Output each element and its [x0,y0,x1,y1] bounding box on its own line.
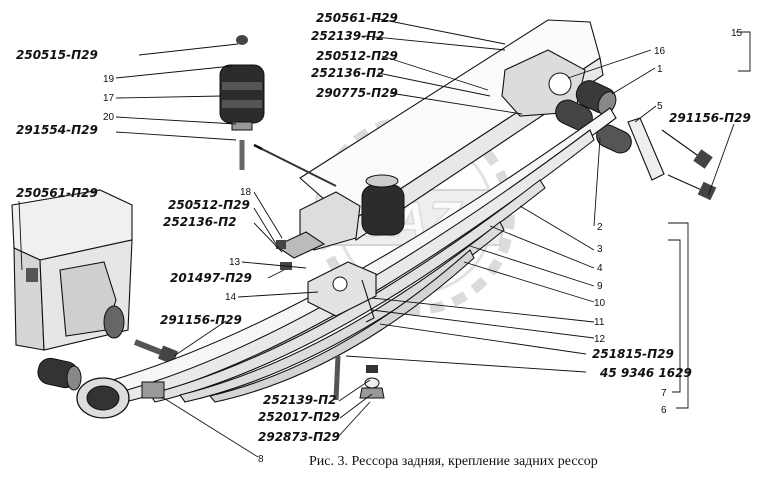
callout-number: 8 [258,454,264,465]
callout-number: 14 [225,292,237,303]
shackle-bolts [661,129,717,201]
callout-number: 16 [654,46,666,57]
callout-number: 20 [103,112,115,123]
code-label: 252136-П2 [311,66,384,80]
callout-number: 12 [594,334,606,345]
code-label: 252136-П2 [163,215,236,229]
code-label: 201497-П29 [170,271,252,285]
code-label: 291156-П29 [160,313,242,327]
callout-number: 13 [229,257,241,268]
code-label: 250561-П29 [16,186,98,200]
code-label: 292873-П29 [258,430,340,444]
rear-bushing [37,357,82,391]
callout-number: 17 [103,93,115,104]
code-label: 252139-П2 [263,393,336,407]
callout-number: 7 [661,388,667,399]
part-code-labels: 250561-П29 252139-П2 250512-П29 252136-П… [16,11,751,444]
code-label: 291554-П29 [16,123,98,137]
callout-number: 2 [597,222,603,233]
middle-buffer [253,144,405,251]
callout-number: 15 [731,28,743,39]
code-label: 290775-П29 [316,86,398,100]
code-label: 252139-П2 [311,29,384,43]
code-label: 250512-П29 [316,49,398,63]
upper-buffer [219,35,265,170]
shackle-plate [627,117,665,181]
code-label: 252017-П29 [258,410,340,424]
callout-number: 9 [597,281,603,292]
callout-number: 3 [597,244,603,255]
figure-caption: Рис. 3. Рессора задняя, крепление задних… [309,454,598,469]
callout-number: 11 [594,317,605,328]
code-label: 250515-П29 [16,48,98,62]
callout-number: 1 [657,64,663,75]
callout-number: 10 [594,298,606,309]
code-label: 250561-П29 [316,11,398,25]
front-bushing [555,80,632,154]
front-bracket [501,49,586,117]
callout-number: 6 [661,405,667,416]
code-label: 45 9346 1629 [599,366,692,380]
code-label: 250512-П29 [168,198,250,212]
leaf-spring [76,107,617,419]
callout-number: 4 [597,263,603,274]
rear-bracket [11,189,133,351]
leader-lines [18,17,751,458]
lower-fasteners [359,365,385,399]
code-label: 291156-П29 [669,111,751,125]
callout-numbers: 15 16 1 5 19 17 20 18 13 14 2 3 4 9 10 1… [103,28,743,465]
code-label: 251815-П29 [592,347,674,361]
center-clamp [307,261,377,401]
callout-number: 18 [240,187,252,198]
callout-number: 19 [103,74,115,85]
callout-number: 5 [657,101,663,112]
